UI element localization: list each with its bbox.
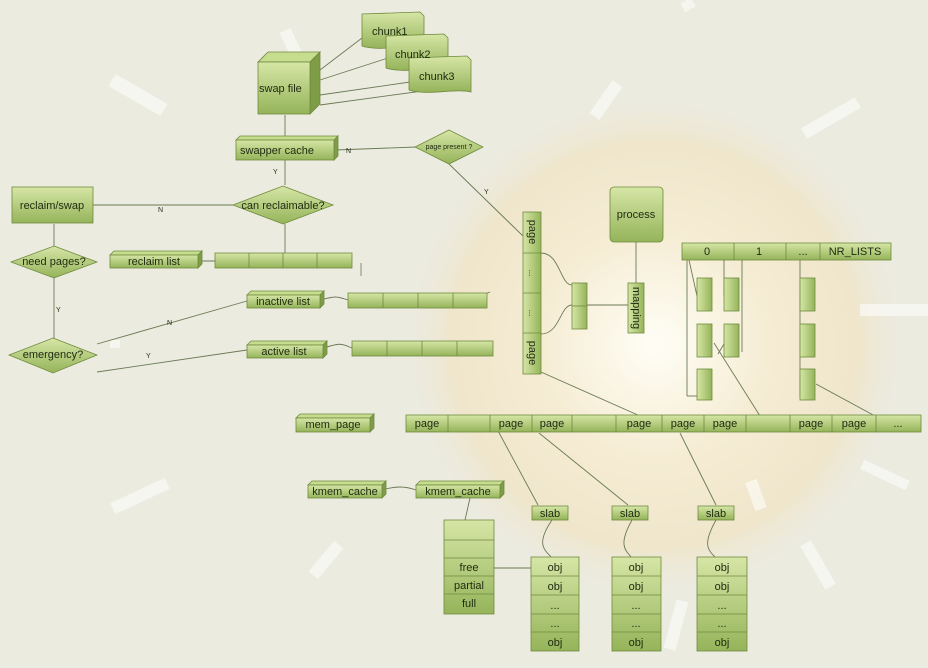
chunk-1-label: chunk1 <box>372 26 407 38</box>
edge-label-y: Y <box>56 307 61 314</box>
mem-page-cell-7: page <box>671 418 695 430</box>
reclaim-list-label: reclaim list <box>128 256 180 268</box>
inactive-list-chain <box>347 292 488 309</box>
edge-label-y: Y <box>484 189 489 196</box>
obj-1-3: ... <box>550 600 559 612</box>
emergency-diamond[interactable] <box>7 337 99 374</box>
cache-state-free: free <box>460 562 479 574</box>
vertical-page-label-1: page <box>526 220 538 244</box>
obj-3-4: ... <box>717 618 726 630</box>
active-list-box[interactable] <box>246 340 328 359</box>
swap-file-label: swap file <box>259 83 302 95</box>
obj-3-3: ... <box>717 600 726 612</box>
address-space-column <box>571 282 588 330</box>
mem-page-cell-10: page <box>799 418 823 430</box>
reclaim-list-chain <box>214 252 353 269</box>
lists-header-0: 0 <box>704 246 710 258</box>
obj-3-2: obj <box>715 581 730 593</box>
object-labels: obj obj ... ... obj obj obj ... ... obj … <box>548 562 730 649</box>
mem-page-cell-4: page <box>540 418 564 430</box>
chunk-group <box>361 11 472 93</box>
page-present-diamond[interactable] <box>414 129 484 165</box>
mem-page-cell-6: page <box>627 418 651 430</box>
mem-page-cell-3: page <box>499 418 523 430</box>
need-pages-label: need pages? <box>22 256 86 268</box>
lists-header[interactable] <box>681 242 892 261</box>
object-columns <box>530 556 748 652</box>
cache-state-full: full <box>462 598 476 610</box>
emergency-label: emergency? <box>23 349 84 361</box>
reclaim-swap-label: reclaim/swap <box>20 200 84 212</box>
slab-box-3[interactable] <box>697 505 735 521</box>
kmem-cache-box-1[interactable] <box>307 480 387 499</box>
mem-page-box[interactable] <box>295 413 375 433</box>
swapper-cache-label: swapper cache <box>240 145 314 157</box>
edge-label-y: Y <box>146 353 151 360</box>
list-chain-nodes <box>696 277 816 401</box>
process-label: process <box>617 209 656 221</box>
obj-1-2: obj <box>548 581 563 593</box>
mem-page-row <box>405 414 922 433</box>
inactive-list-label: inactive list <box>256 296 310 308</box>
mem-page-cell-11: page <box>842 418 866 430</box>
obj-2-4: ... <box>631 618 640 630</box>
chunk-3-label: chunk3 <box>419 71 454 83</box>
cache-state-column <box>443 519 495 615</box>
lists-header-nr-lists: NR_LISTS <box>829 246 882 258</box>
kmem-cache-box-2[interactable] <box>415 480 505 499</box>
obj-2-5: obj <box>629 637 644 649</box>
slab-label-2: slab <box>620 508 640 520</box>
obj-1-1: obj <box>548 562 563 574</box>
edge-label-n: N <box>346 148 351 155</box>
obj-2-3: ... <box>631 600 640 612</box>
lists-header-1: 1 <box>756 246 762 258</box>
cache-state-partial: partial <box>454 580 484 592</box>
reclaim-swap-box[interactable] <box>11 186 94 224</box>
edge-labels: N Y Y N Y N Y <box>56 148 489 360</box>
active-list-chain <box>351 340 494 357</box>
can-reclaimable-label: can reclaimable? <box>241 200 324 212</box>
obj-1-4: ... <box>550 618 559 630</box>
swapper-cache-box[interactable] <box>235 135 339 161</box>
slab-label-3: slab <box>706 508 726 520</box>
mem-page-cell-1: page <box>415 418 439 430</box>
inactive-list-box[interactable] <box>246 290 325 309</box>
swap-file-box[interactable] <box>257 51 321 115</box>
lists-header-ellipsis: ... <box>798 246 807 258</box>
vertical-page-label-3: ... <box>527 310 536 317</box>
kmem-cache-label-1: kmem_cache <box>312 486 377 498</box>
mapping-label: mapping <box>630 287 642 329</box>
chunk-2-label: chunk2 <box>395 49 430 61</box>
vertical-page-label-4: page <box>526 341 538 365</box>
mapping-box[interactable] <box>627 282 645 334</box>
need-pages-diamond[interactable] <box>9 245 99 279</box>
obj-3-1: obj <box>715 562 730 574</box>
obj-3-5: obj <box>715 637 730 649</box>
reclaim-list-box[interactable] <box>109 250 203 269</box>
slab-box-1[interactable] <box>531 505 569 521</box>
process-box[interactable] <box>609 186 664 243</box>
mem-page-label: mem_page <box>305 419 360 431</box>
obj-2-1: obj <box>629 562 644 574</box>
obj-1-5: obj <box>548 637 563 649</box>
edge-label-n: N <box>167 320 172 327</box>
edge-label-y: Y <box>273 169 278 176</box>
vertical-page-column[interactable] <box>522 211 542 375</box>
slab-boxes <box>531 505 735 521</box>
slab-label-1: slab <box>540 508 560 520</box>
mem-page-cell-8: page <box>713 418 737 430</box>
obj-2-2: obj <box>629 581 644 593</box>
vertical-page-label-2: ... <box>527 270 536 277</box>
can-reclaimable-diamond[interactable] <box>231 185 335 225</box>
chunk-3[interactable] <box>408 55 472 93</box>
edge-label-n: N <box>158 207 163 214</box>
kmem-cache-label-2: kmem_cache <box>425 486 490 498</box>
slab-box-2[interactable] <box>611 505 649 521</box>
active-list-label: active list <box>261 346 306 358</box>
mem-page-cell-12: ... <box>893 418 902 430</box>
page-present-label: page present ? <box>426 144 473 151</box>
